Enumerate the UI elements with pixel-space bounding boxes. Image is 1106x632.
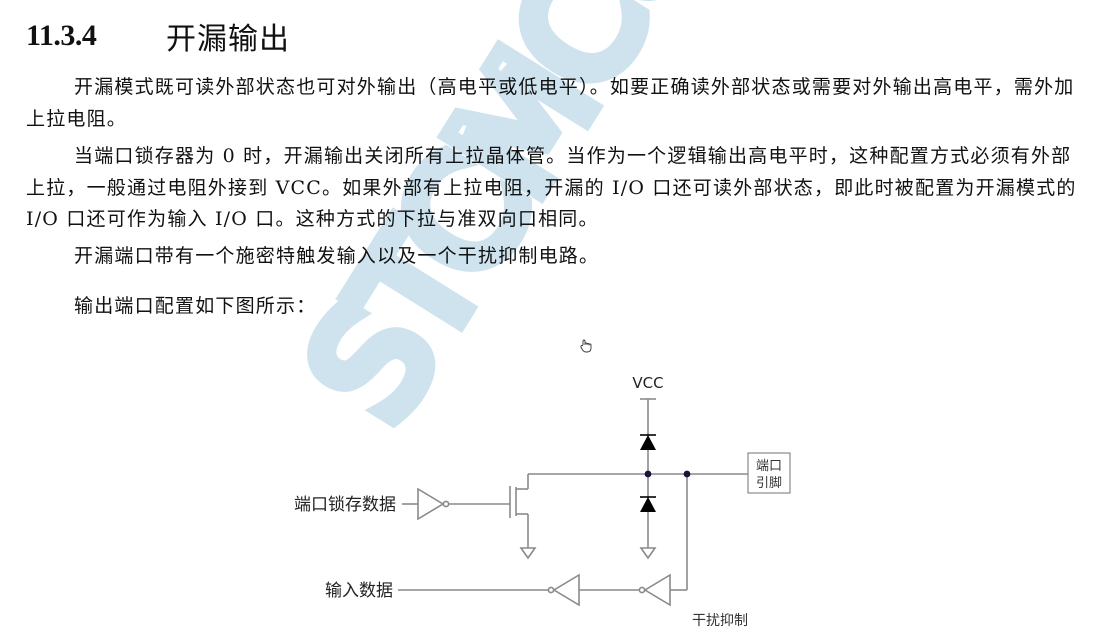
hand-pointer-icon xyxy=(580,339,592,353)
pin-box-label-line2: 引脚 xyxy=(756,475,782,491)
vcc-label: VCC xyxy=(632,374,663,392)
upper-clamp-diode xyxy=(640,434,656,450)
pin-box-label-line1: 端口 xyxy=(756,459,782,474)
section-title: 开漏输出 xyxy=(166,22,290,57)
junction-node xyxy=(644,470,652,478)
paragraph-latch-zero: 当端口锁存器为 0 时，开漏输出关闭所有上拉晶体管。当作为一个逻辑输出高电平时，… xyxy=(26,145,1084,230)
section-heading: 11.3.4 开漏输出 xyxy=(26,14,290,58)
glitch-filter-label: 干扰抑制 xyxy=(692,613,748,629)
lower-clamp-diode xyxy=(640,496,656,512)
paragraph-figure-intro: 输出端口配置如下图所示： xyxy=(74,295,317,317)
input-data-label: 输入数据 xyxy=(325,581,393,601)
latch-data-label: 端口锁存数据 xyxy=(294,495,396,515)
junction-node xyxy=(683,470,691,478)
section-number: 11.3.4 xyxy=(26,19,97,52)
paragraph-schmitt-trigger: 开漏端口带有一个施密特触发输入以及一个干扰抑制电路。 xyxy=(74,245,600,267)
paragraph-open-drain-intro: 开漏模式既可读外部状态也可对外输出（高电平或低电平）。如要正确读外部状态或需要对… xyxy=(26,76,1075,130)
